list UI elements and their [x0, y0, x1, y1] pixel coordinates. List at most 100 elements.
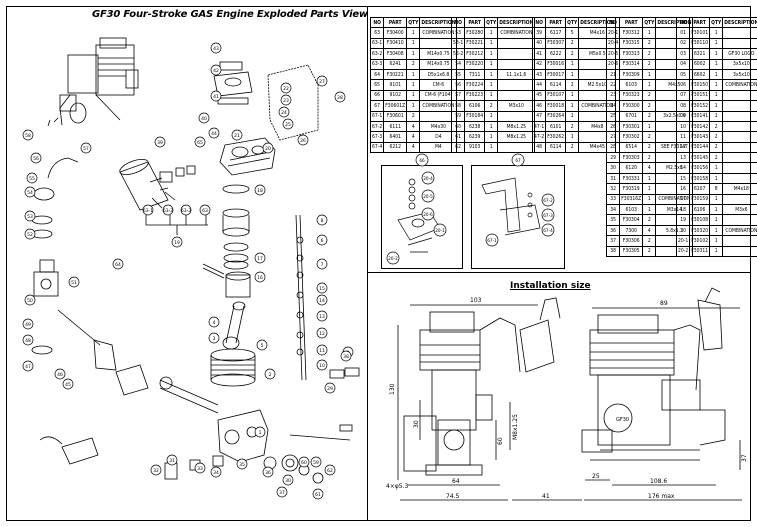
- callout-label: 11: [319, 348, 325, 354]
- callout-circle: [26, 172, 38, 184]
- dim-60: 60: [497, 437, 504, 445]
- callout-label: 53: [27, 214, 33, 220]
- callout-label: 59: [313, 460, 319, 466]
- dim-103: 103: [470, 297, 482, 304]
- engine-logo: GF30: [616, 417, 629, 423]
- callout-circle: [22, 360, 34, 372]
- table-cell: 2: [565, 141, 580, 154]
- callout-label: 63-2: [163, 208, 173, 214]
- callout-label: 46: [57, 372, 63, 378]
- callout-circle: [280, 82, 292, 94]
- callout-circle: [142, 204, 154, 216]
- callout-circle: [334, 91, 346, 103]
- installation-title: Installation size: [510, 281, 591, 291]
- assembled-engine-thumbnail: [47, 37, 139, 127]
- callout-circle: [262, 142, 274, 154]
- callout-label: 7: [321, 262, 324, 268]
- callout-label: 33: [197, 466, 203, 472]
- callout-label: 4: [213, 320, 216, 326]
- drawing-title: GF30 Four-Stroke GAS Engine Exploded Par…: [92, 9, 368, 20]
- callout-circle: [298, 456, 310, 468]
- callout-circle: [282, 474, 294, 486]
- callout-label: 1: [259, 430, 262, 436]
- callout-label: 48: [25, 338, 31, 344]
- callout-label: 3: [213, 336, 216, 342]
- callout-label: 63-1: [143, 208, 153, 214]
- callout-circle: [236, 458, 248, 470]
- callout-circle: [22, 129, 34, 141]
- callout-circle: [254, 271, 266, 283]
- callout-circle: [24, 186, 36, 198]
- callout-label: 26: [300, 138, 306, 144]
- callout-circle: [297, 134, 309, 146]
- callout-label: 19: [174, 240, 180, 246]
- callout-label: 38: [343, 354, 349, 360]
- callout-circle: [22, 318, 34, 330]
- callout-circle: [210, 90, 222, 102]
- callout-label: 22: [283, 86, 289, 92]
- callout-label: 50: [27, 298, 33, 304]
- callout-label: 18: [257, 188, 263, 194]
- callout-circle: [254, 184, 266, 196]
- callout-label: 54: [27, 190, 33, 196]
- callout-circle: [310, 456, 322, 468]
- callout-label: 58: [25, 133, 31, 139]
- callout-label: 49: [25, 322, 31, 328]
- horizontal-divider: [367, 272, 751, 273]
- callout-label: 57: [83, 146, 89, 152]
- callout-circle: [150, 464, 162, 476]
- table-cell: 67-4: [369, 141, 385, 154]
- callout-circle: [340, 350, 352, 362]
- callout-label: 45: [65, 382, 71, 388]
- table-cell: 38: [605, 245, 621, 258]
- callout-label: 43: [213, 46, 219, 52]
- callout-label: 44: [211, 131, 217, 137]
- callout-label: 23: [283, 98, 289, 104]
- callout-label: 63-3: [181, 208, 191, 214]
- callout-label: 35: [239, 462, 245, 468]
- callout-label: 40: [201, 116, 207, 122]
- callout-circle: [24, 228, 36, 240]
- callout-circle: [316, 344, 328, 356]
- dim-64: 64: [452, 478, 460, 485]
- callout-circle: [154, 136, 166, 148]
- callout-circle: [316, 234, 328, 246]
- drawing-frame: [6, 6, 751, 521]
- callout-circle: [316, 327, 328, 339]
- dim-130: 130: [389, 383, 396, 395]
- callout-label: 47: [25, 364, 31, 370]
- callout-label: 15: [319, 286, 325, 292]
- callout-circle: [80, 142, 92, 154]
- cylinder-block: [210, 348, 256, 387]
- callout-circle: [210, 42, 222, 54]
- callout-label: 28: [337, 95, 343, 101]
- dim-108-6: 108.6: [650, 478, 667, 485]
- callout-circle: [199, 204, 211, 216]
- callout-label: 51: [71, 280, 77, 286]
- callout-circle: [171, 236, 183, 248]
- callout-circle: [231, 129, 243, 141]
- callout-circle: [208, 127, 220, 139]
- vertical-divider: [367, 6, 368, 521]
- callout-circle: [208, 332, 220, 344]
- callout-circle: [68, 276, 80, 288]
- dim-176-max: 176 max: [648, 493, 675, 500]
- callout-circle: [254, 426, 266, 438]
- callout-circle: [280, 94, 292, 106]
- callout-circle: [162, 204, 174, 216]
